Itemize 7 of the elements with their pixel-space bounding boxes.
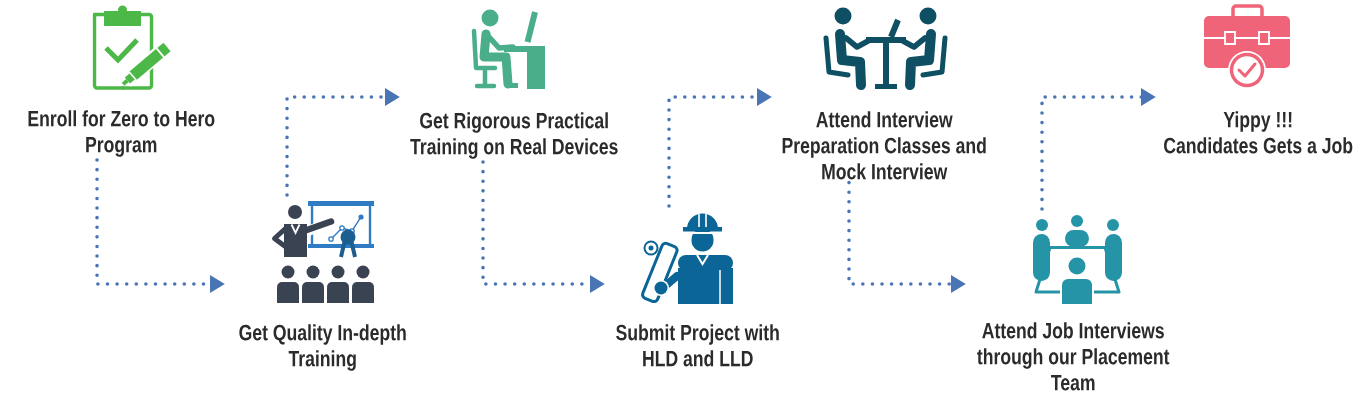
step-label: Get Quality In-depth Training [239,324,406,371]
step-label: Get Rigorous Practical Training on Real Devices [410,112,618,159]
step-label: Enroll for Zero to Hero Program [28,110,215,157]
step-label: Submit Project with HLD and LLD [616,324,779,367]
step-label: Attend Job Interviews through our Placement Team [977,322,1170,391]
step-label: Yippy !!! Candidates Gets a Job [1164,111,1353,154]
step-label: Attend Interview Preparation Classes and Mock Interview [782,111,986,180]
